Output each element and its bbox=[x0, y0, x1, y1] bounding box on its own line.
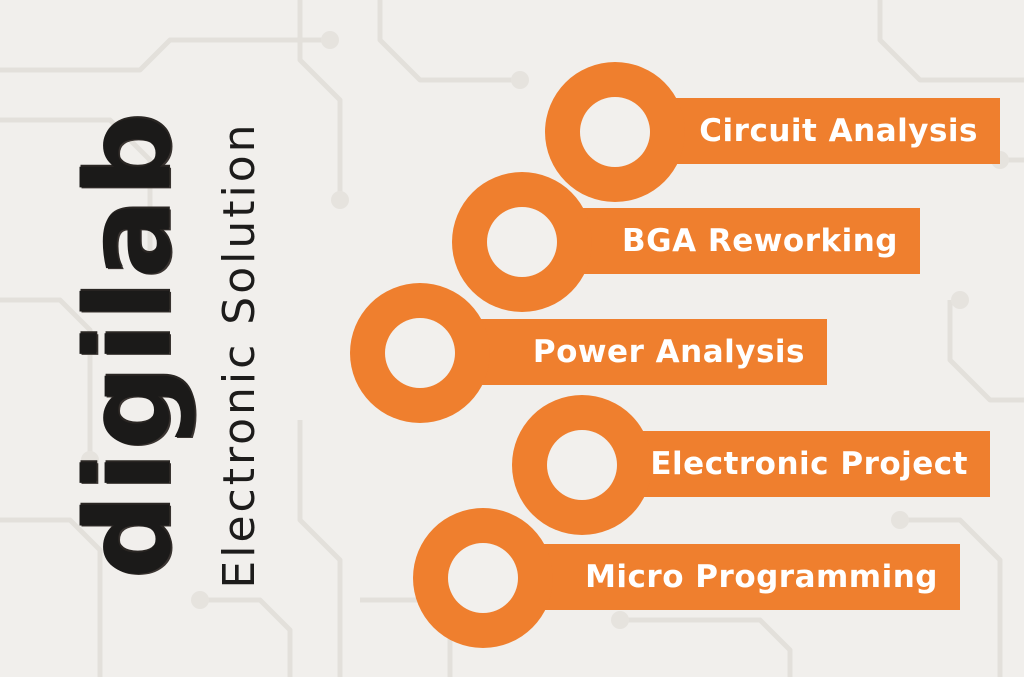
service-bar: Power Analysis bbox=[420, 319, 827, 385]
service-label: BGA Reworking bbox=[622, 223, 898, 259]
service-bar: Electronic Project bbox=[582, 431, 990, 497]
service-label: Micro Programming bbox=[585, 559, 938, 595]
ring-connector-icon bbox=[413, 508, 553, 648]
ring-connector-icon bbox=[350, 283, 490, 423]
ring-connector-icon bbox=[512, 395, 652, 535]
service-label: Power Analysis bbox=[532, 334, 805, 370]
service-bar: Micro Programming bbox=[483, 544, 960, 610]
ring-connector-icon bbox=[452, 172, 592, 312]
service-label: Circuit Analysis bbox=[699, 113, 978, 149]
brand-tagline: Electronic Solution bbox=[213, 121, 265, 589]
ring-connector-icon bbox=[545, 62, 685, 202]
brand-logo: digilab bbox=[59, 110, 197, 580]
service-label: Electronic Project bbox=[650, 446, 968, 482]
